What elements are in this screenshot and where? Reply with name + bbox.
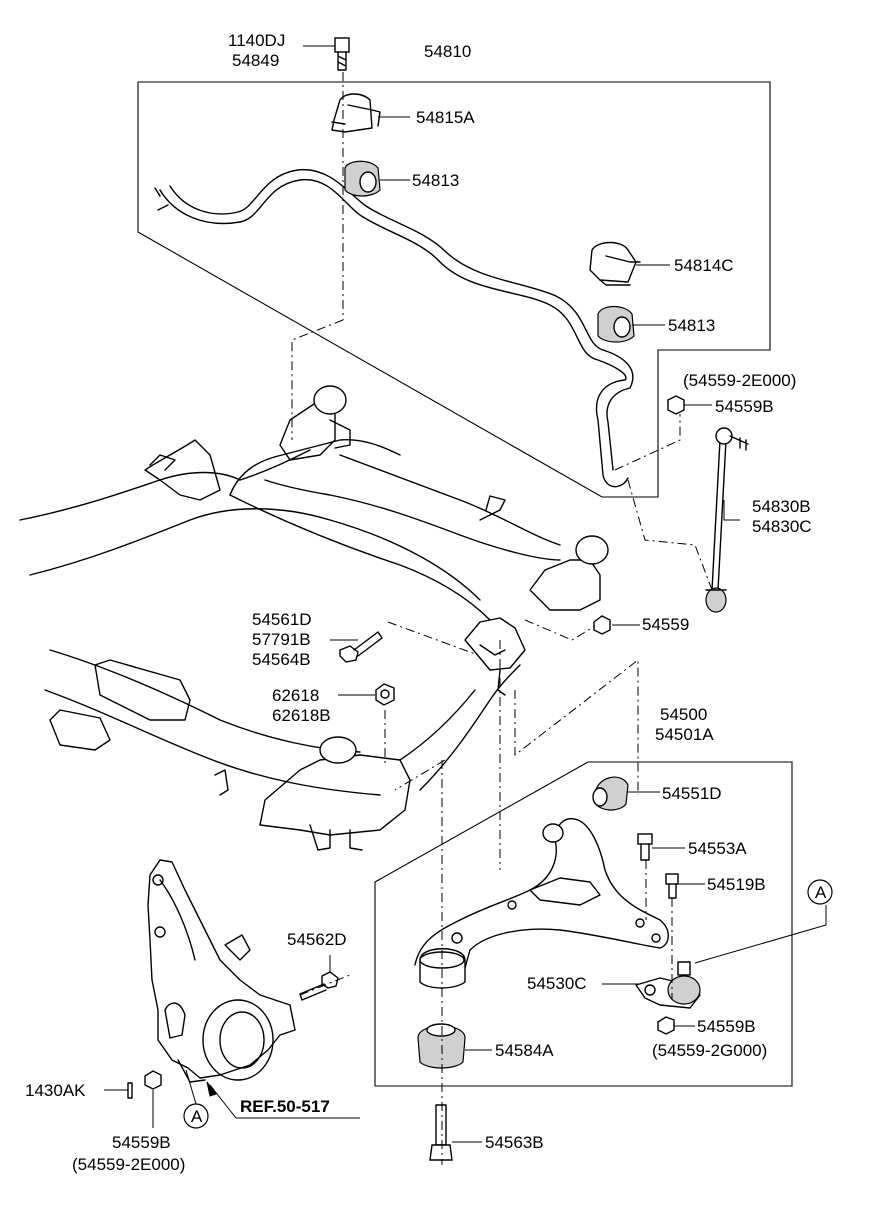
bolt-54562d <box>299 971 339 1001</box>
label-54814c: 54814C <box>674 256 734 275</box>
bushing-54551d <box>592 776 629 811</box>
label-54519b: 54519B <box>707 875 766 894</box>
label-1140dj: 1140DJ <box>228 31 285 50</box>
label-54501a: 54501A <box>655 725 714 744</box>
label-54530c: 54530C <box>527 974 587 993</box>
label-54559-2e000-top: (54559-2E000) <box>683 371 796 390</box>
lower-control-arm <box>414 818 669 969</box>
callout-circle-left <box>183 1103 209 1129</box>
label-62618b: 62618B <box>272 706 331 725</box>
bolt-54561d <box>339 631 383 663</box>
label-ref: REF.50-517 <box>240 1097 330 1116</box>
nut-62618 <box>375 683 395 706</box>
bracket-54814c <box>589 241 641 286</box>
lower-arm-group-box <box>374 761 793 1087</box>
label-54830b: 54830B <box>752 497 811 516</box>
leader-lines <box>104 45 827 1143</box>
bolt-1140dj <box>334 37 350 71</box>
alignment-lines <box>291 72 713 1165</box>
part-labels: 1140DJ 54849 54810 54815A 54813 54814C 5… <box>25 31 827 1174</box>
pin-1430ak <box>127 1082 133 1099</box>
stabilizer-link <box>705 427 749 613</box>
label-54559: 54559 <box>642 615 689 634</box>
nut-54559b-bottom <box>144 1070 162 1090</box>
label-54561d: 54561D <box>252 610 312 629</box>
label-57791b: 57791B <box>252 630 311 649</box>
label-1430ak: 1430AK <box>25 1081 86 1100</box>
label-54559b-bottom: 54559B <box>112 1133 171 1152</box>
label-54553a: 54553A <box>688 839 747 858</box>
ball-joint-54530c <box>635 961 701 1009</box>
label-54813-mid: 54813 <box>668 316 715 335</box>
stabilizer-group-box <box>137 81 771 498</box>
bolt-54553a <box>637 833 653 861</box>
label-54815a: 54815A <box>416 108 475 127</box>
callout-circle-right <box>807 879 833 905</box>
label-54559b-mid: 54559B <box>697 1017 756 1036</box>
label-54830c: 54830C <box>752 517 812 536</box>
label-54559-2g000: (54559-2G000) <box>652 1041 767 1060</box>
label-54559-2e000-bottom: (54559-2E000) <box>72 1155 185 1174</box>
nut-54559b-top <box>667 395 685 415</box>
label-54500: 54500 <box>660 705 707 724</box>
label-62618: 62618 <box>272 686 319 705</box>
bracket-54815a <box>331 93 381 133</box>
bushing-54813-mid <box>597 305 635 343</box>
label-callout-a-right: A <box>815 883 827 902</box>
bolt-54563b <box>429 1104 453 1161</box>
label-54849: 54849 <box>232 51 279 70</box>
bushing-54813-top <box>344 160 381 197</box>
label-54563b: 54563B <box>485 1133 544 1152</box>
subframe <box>19 385 609 851</box>
bolt-54519b <box>665 873 679 899</box>
ref-arrow <box>206 1081 217 1097</box>
nut-54559b-mid <box>657 1016 675 1035</box>
label-54564b: 54564B <box>252 650 311 669</box>
nut-54559 <box>593 615 611 635</box>
label-54562d: 54562D <box>287 930 347 949</box>
steering-knuckle <box>147 859 296 1083</box>
label-54559b-top: 54559B <box>715 397 774 416</box>
label-54810: 54810 <box>424 42 471 61</box>
label-54813-top: 54813 <box>412 171 459 190</box>
label-54584a: 54584A <box>495 1041 554 1060</box>
stabilizer-bar <box>154 169 634 488</box>
label-callout-a-left: A <box>191 1107 203 1126</box>
label-54551d: 54551D <box>662 784 722 803</box>
